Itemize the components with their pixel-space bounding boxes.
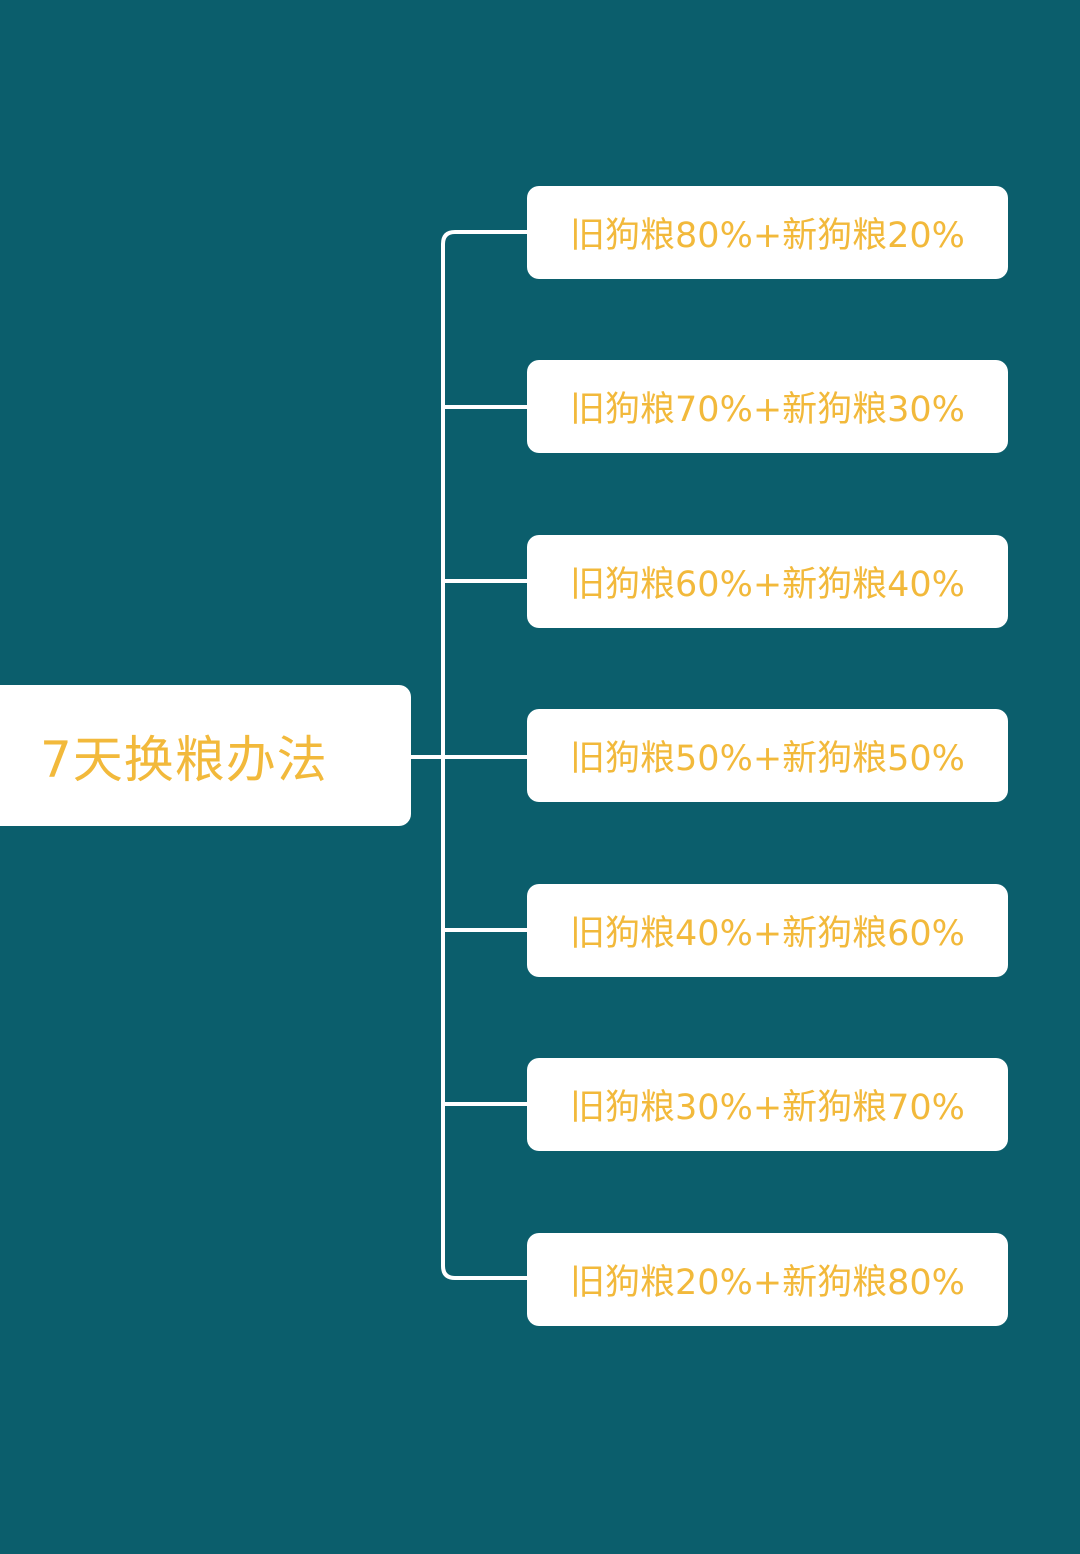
child-node-day-5: 旧狗粮40%+新狗粮60% [527, 884, 1008, 977]
child-node-label: 旧狗粮30%+新狗粮70% [570, 1088, 965, 1128]
child-node-day-3: 旧狗粮60%+新狗粮40% [527, 535, 1008, 628]
child-node-label: 旧狗粮40%+新狗粮60% [570, 914, 965, 954]
child-node-day-1: 旧狗粮80%+新狗粮20% [527, 186, 1008, 279]
child-node-day-4: 旧狗粮50%+新狗粮50% [527, 709, 1008, 802]
child-node-label: 旧狗粮20%+新狗粮80% [570, 1263, 965, 1303]
child-node-label: 旧狗粮60%+新狗粮40% [570, 565, 965, 605]
child-node-day-2: 旧狗粮70%+新狗粮30% [527, 360, 1008, 453]
root-node-label: 7天换粮办法 [40, 730, 328, 789]
child-node-label: 旧狗粮50%+新狗粮50% [570, 739, 965, 779]
child-node-day-7: 旧狗粮20%+新狗粮80% [527, 1233, 1008, 1326]
child-node-day-6: 旧狗粮30%+新狗粮70% [527, 1058, 1008, 1151]
child-node-label: 旧狗粮70%+新狗粮30% [570, 390, 965, 430]
root-node: 7天换粮办法 [0, 685, 411, 826]
child-node-label: 旧狗粮80%+新狗粮20% [570, 216, 965, 256]
